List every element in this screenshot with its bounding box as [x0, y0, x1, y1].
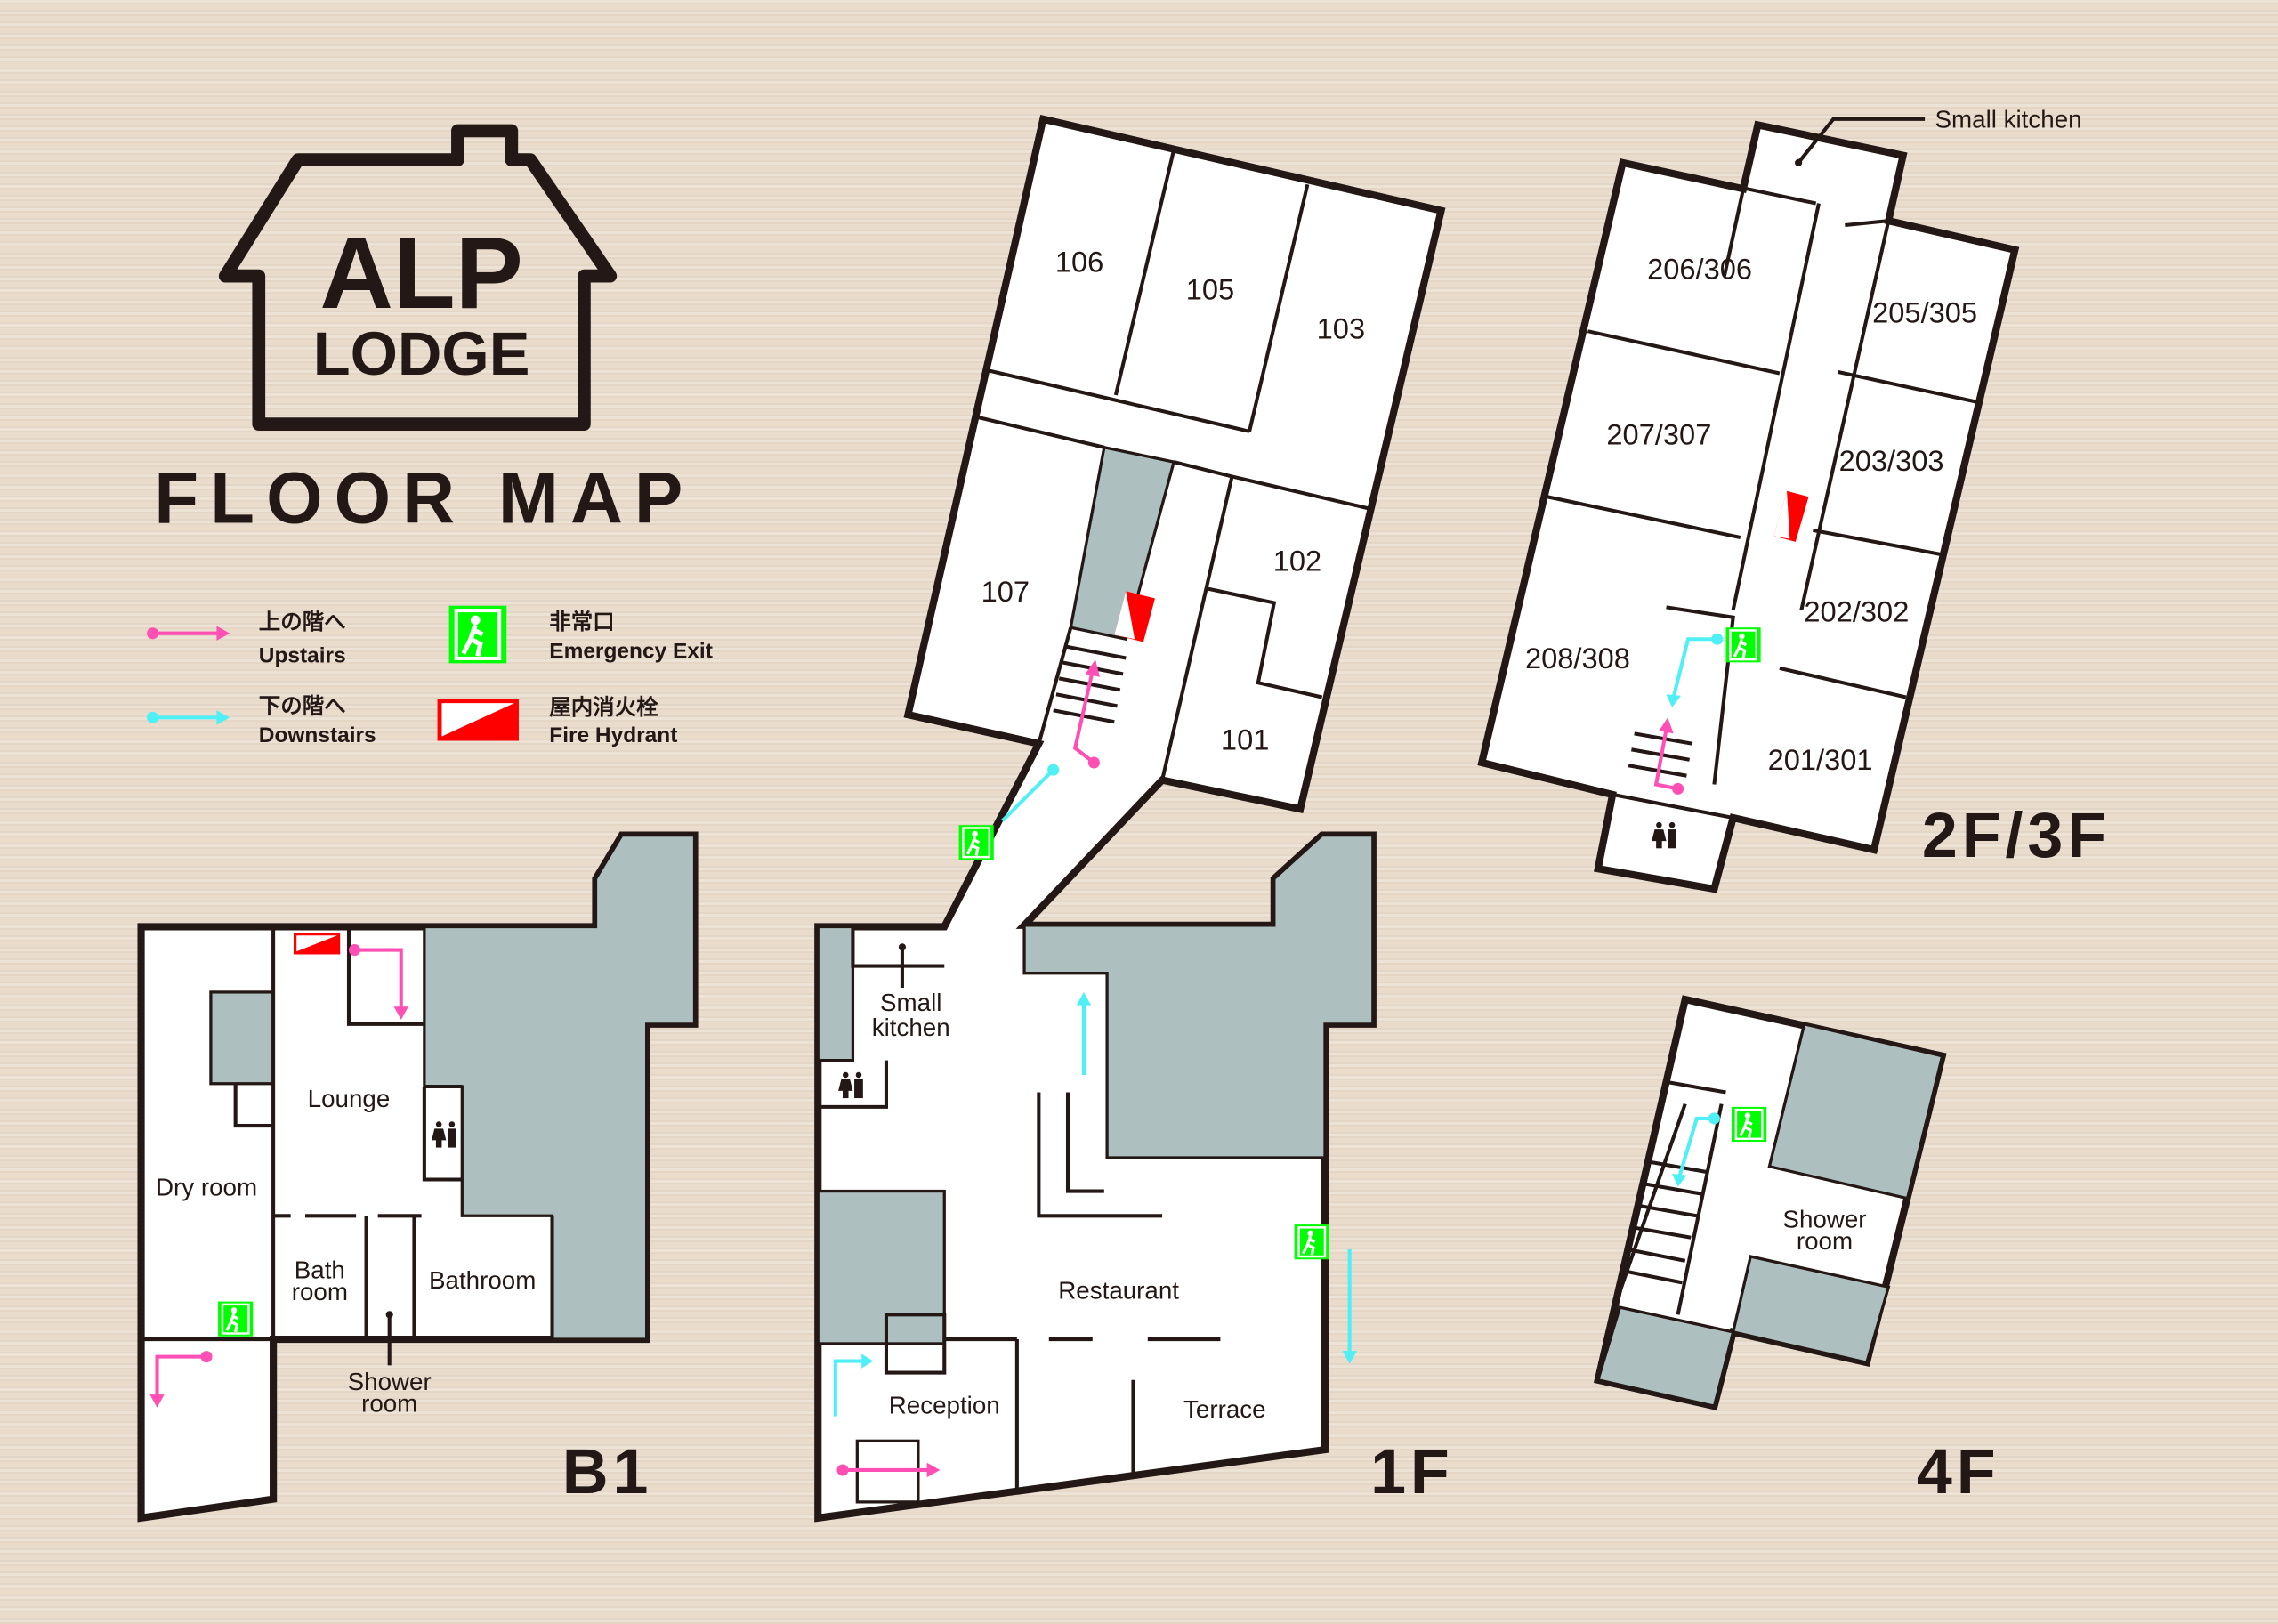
room-105: 105: [1186, 272, 1234, 305]
fire-hydrant-icon: [437, 699, 519, 741]
alp-lodge-logo: ALP LODGE: [218, 124, 618, 432]
legend-exit-en: Emergency Exit: [549, 639, 713, 663]
page-title: FLOOR MAP: [154, 458, 694, 539]
floor-label-2f-3f: 2F/3F: [1922, 800, 2111, 871]
emergency-exit-icon: [449, 606, 507, 664]
fire-hydrant-icon: [1114, 591, 1155, 642]
room-shower-line1: Shower: [348, 1368, 432, 1395]
floor-b1: Lounge Dry room Bath room Bathroom Showe…: [137, 831, 699, 1523]
room-107: 107: [981, 575, 1030, 608]
legend-exit-jp: 非常口: [549, 610, 614, 634]
room-106: 106: [1055, 245, 1103, 278]
room-102: 102: [1273, 545, 1321, 578]
room-terrace: Terrace: [1183, 1395, 1266, 1423]
room-lounge: Lounge: [308, 1085, 391, 1112]
legend-upstairs-en: Upstairs: [259, 643, 346, 667]
upstairs-arrow-icon: [147, 626, 230, 641]
floor-label-1f: 1F: [1370, 1436, 1454, 1507]
room-201-301: 201/301: [1768, 743, 1873, 776]
room-small-kitchen-line1: Small: [880, 989, 941, 1016]
room-202-302: 202/302: [1804, 595, 1909, 628]
emergency-exit-icon: [216, 1299, 254, 1338]
emergency-exit-icon: [1293, 1223, 1331, 1261]
room-shower-line2: room: [361, 1390, 417, 1418]
downstairs-arrow-icon: [147, 710, 230, 725]
room-207-307: 207/307: [1606, 418, 1711, 451]
room-103: 103: [1317, 311, 1365, 344]
room-bath-room-line2: room: [292, 1278, 348, 1305]
legend-downstairs-jp: 下の階へ: [259, 693, 346, 718]
emergency-exit-icon: [957, 823, 996, 862]
room-reception: Reception: [889, 1391, 1000, 1418]
legend: 上の階へ Upstairs 下の階へ Downstairs 非常口 Emerge…: [147, 606, 713, 747]
floor-2f-3f: 206/306 205/305 207/307 203/303 202/302 …: [1477, 106, 2111, 893]
logo-line2: LODGE: [313, 319, 530, 388]
room-208-308: 208/308: [1525, 642, 1630, 675]
room-dry-room: Dry room: [156, 1173, 257, 1200]
room-bathroom: Bathroom: [429, 1266, 536, 1294]
room-shower-line1: Shower: [1782, 1205, 1866, 1232]
room-small-kitchen-line2: kitchen: [872, 1014, 950, 1041]
legend-hydrant-en: Fire Hydrant: [549, 723, 677, 747]
floor-label-b1: B1: [562, 1436, 653, 1507]
room-bath-room-line1: Bath: [295, 1256, 345, 1283]
room-shower-line2: room: [1797, 1227, 1853, 1255]
label-small-kitchen: Small kitchen: [1935, 106, 2082, 133]
legend-downstairs-en: Downstairs: [259, 723, 376, 747]
floor-1f: 106 105 103 107 102 101 Small kitchen Re…: [814, 114, 1454, 1523]
legend-hydrant-jp: 屋内消火栓: [549, 695, 658, 720]
room-205-305: 205/305: [1872, 295, 1977, 328]
floor-4f: Shower room 4F: [1593, 995, 2000, 1507]
room-203-303: 203/303: [1839, 444, 1944, 477]
logo-line1: ALP: [319, 217, 523, 330]
room-206-306: 206/306: [1647, 252, 1752, 285]
legend-upstairs-jp: 上の階へ: [259, 610, 346, 634]
room-101: 101: [1221, 723, 1269, 755]
emergency-exit-icon: [1724, 626, 1763, 664]
room-restaurant: Restaurant: [1058, 1276, 1179, 1304]
floor-label-4f: 4F: [1917, 1436, 2000, 1507]
fire-hydrant-icon: [1773, 490, 1809, 542]
emergency-exit-icon: [1730, 1105, 1768, 1143]
